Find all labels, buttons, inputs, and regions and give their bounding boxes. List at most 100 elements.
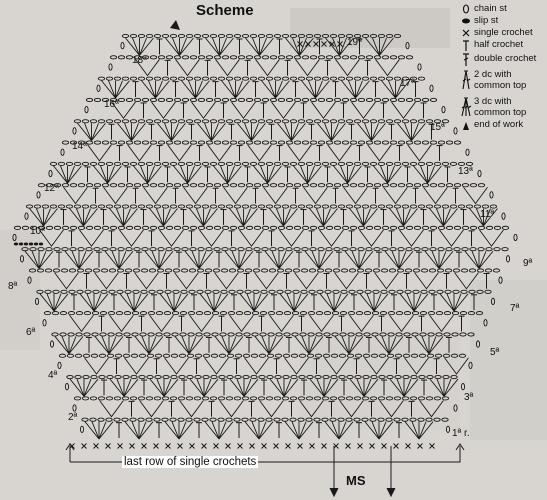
chain-stitch (52, 289, 60, 294)
single-crochet (141, 443, 147, 449)
double-crochet-icon (463, 53, 469, 66)
chain-stitch (72, 127, 77, 135)
double-crochet (180, 165, 188, 184)
chain-stitch (333, 97, 342, 102)
chain-stitch (331, 332, 339, 337)
chain-stitch (353, 33, 362, 39)
double-crochet (204, 421, 220, 440)
double-crochet (244, 123, 252, 141)
chain-stitch (99, 332, 107, 337)
double-crochet (431, 250, 440, 269)
chain-stitch (92, 268, 101, 273)
chain-stitch (241, 119, 250, 124)
chain-stitch (229, 97, 238, 102)
double-crochet (109, 378, 125, 397)
chain-stitch (441, 417, 449, 422)
double-crochet (83, 378, 99, 397)
double-crochet (251, 421, 260, 440)
chain-stitch (413, 247, 421, 252)
double-crochet (116, 208, 124, 227)
chain-stitch (51, 332, 59, 337)
double-crochet (349, 314, 374, 333)
chain-stitch (249, 33, 258, 39)
chain-stitch (289, 33, 298, 39)
double-crochet (333, 293, 349, 312)
chain-stitch (163, 311, 172, 316)
double-crochet (83, 208, 98, 227)
chain-stitch (101, 247, 109, 252)
single-crochet (249, 443, 255, 449)
double-crochet (178, 421, 194, 440)
chain-stitch (321, 396, 330, 401)
chain-stitch (372, 268, 381, 273)
chain-stitch (173, 97, 182, 102)
chain-stitch (289, 119, 298, 124)
double-crochet (391, 250, 400, 269)
chain-stitch (193, 396, 202, 401)
chain-stitch (233, 204, 242, 209)
chain-stitch (436, 268, 445, 273)
chain-stitch (177, 33, 186, 39)
chain-stitch (277, 97, 286, 102)
double-crochet (269, 208, 284, 227)
chain-stitch (281, 119, 290, 124)
chain-stitch (269, 225, 278, 230)
chain-stitch (213, 55, 222, 60)
chain-stitch (123, 332, 131, 337)
row-label: 8ª (8, 281, 18, 292)
legend-item-slip: slip st (458, 15, 546, 26)
double-crochet (184, 250, 200, 269)
chain-stitch (444, 289, 452, 294)
chain-stitch (321, 161, 330, 166)
chain-stitch (274, 375, 282, 380)
chain-stitch (169, 204, 178, 209)
double-crochet (295, 59, 320, 77)
double-crochet (237, 122, 252, 141)
single-crochet (165, 443, 171, 449)
double-crochet (213, 293, 222, 312)
chain-stitch (101, 225, 110, 230)
chain-stitch (297, 204, 306, 209)
double-crochet (147, 165, 162, 184)
chain-stitch (45, 247, 53, 252)
double-crochet (323, 208, 338, 227)
chain-stitch (258, 353, 267, 358)
single-crochet (369, 443, 375, 449)
chain-stitch (389, 183, 398, 188)
chain-stitch (164, 289, 172, 294)
double-crochet (183, 186, 208, 205)
chain-stitch (301, 55, 310, 60)
double-crochet (323, 378, 339, 397)
chain-stitch (268, 268, 277, 273)
double-crochet (101, 336, 110, 354)
chain-stitch (337, 417, 345, 422)
chain-stitch (349, 183, 358, 188)
double-crochet (338, 421, 354, 440)
chain-stitch (29, 225, 38, 230)
chain-stitch (403, 311, 412, 316)
double-crochet (324, 421, 340, 440)
chain-stitch (179, 332, 187, 337)
chain-stitch (125, 140, 134, 145)
double-crochet (68, 336, 84, 355)
chain-stitch (501, 247, 509, 252)
chain-stitch (273, 33, 282, 39)
chain-stitch (457, 204, 466, 209)
chain-stitch (209, 33, 218, 39)
chain-stitch (421, 247, 429, 252)
double-crochet (268, 80, 276, 99)
chain-stitch (113, 396, 122, 401)
chain-stitch (121, 417, 129, 422)
double-crochet (187, 165, 202, 184)
chain-stitch (237, 225, 246, 230)
chain-stitch (417, 63, 422, 71)
chain-stitch (84, 289, 92, 294)
chain-stitch (380, 289, 388, 294)
chain-stitch (421, 225, 430, 230)
chain-stitch (410, 353, 419, 358)
chain-stitch (226, 375, 234, 380)
chain-stitch (300, 289, 308, 294)
chain-stitch (185, 161, 194, 166)
chain-stitch (357, 97, 366, 102)
chain-stitch (145, 417, 153, 422)
